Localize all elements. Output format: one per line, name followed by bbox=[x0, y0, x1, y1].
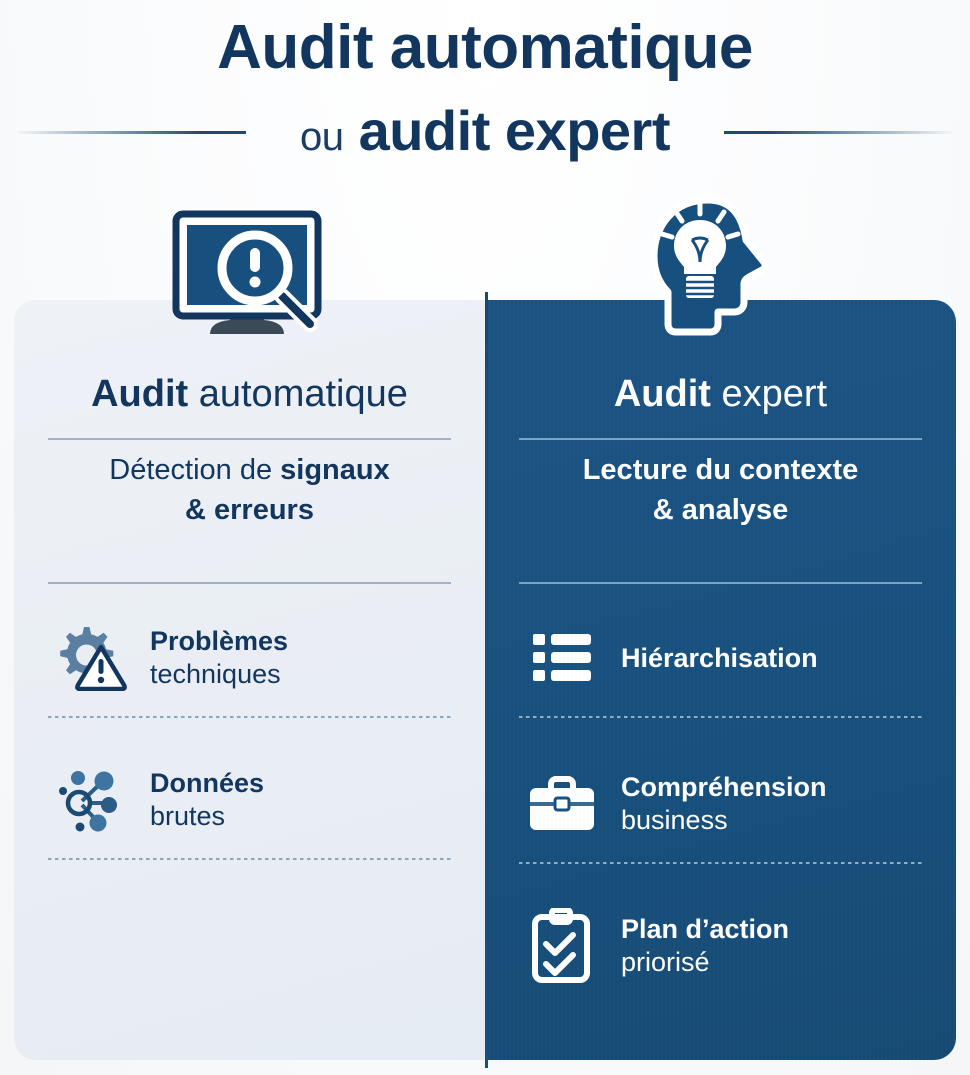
list-item: Hiérarchisation bbox=[485, 600, 956, 718]
list-item-label-strong: Données bbox=[150, 768, 265, 798]
panel-right-header-strong: Audit bbox=[613, 373, 711, 415]
page-title-line-2: ou audit expert bbox=[0, 98, 970, 170]
title-word-automatique: automatique bbox=[389, 13, 754, 82]
panel-right-separator-bottom bbox=[519, 582, 922, 584]
panel-left-header-strong: Audit bbox=[91, 373, 189, 415]
panel-left-separator-bottom bbox=[48, 582, 451, 584]
panel-left-separator-top bbox=[48, 438, 451, 440]
briefcase-icon bbox=[525, 767, 599, 841]
panel-audit-expert: Audit expert Lecture du contexte & analy… bbox=[485, 300, 956, 1060]
list-item: Plan d’action priorisé bbox=[485, 888, 956, 1004]
clipboard-checks-icon bbox=[525, 908, 599, 983]
panel-left-feature-list: Problèmes techniques bbox=[14, 600, 485, 860]
list-divider bbox=[519, 862, 922, 864]
panel-right-subtitle: Lecture du contexte & analyse bbox=[485, 450, 956, 530]
list-item-label-strong: Problèmes bbox=[150, 626, 289, 656]
panel-right-header-light: expert bbox=[721, 373, 828, 415]
page-title-line-1: Audit automatique bbox=[0, 12, 970, 84]
title-word-audit-expert: audit expert bbox=[358, 99, 671, 162]
head-lightbulb-icon bbox=[648, 196, 778, 341]
panel-right-separator-top bbox=[519, 438, 922, 440]
list-item-label-strong: Hiérarchisation bbox=[621, 642, 818, 673]
list-divider bbox=[48, 858, 451, 860]
gear-warning-icon bbox=[54, 621, 128, 695]
panel-right-subtitle-line1: Lecture du contexte bbox=[582, 454, 859, 486]
title-word-audit: Audit bbox=[217, 13, 374, 82]
list-item: Données brutes bbox=[14, 742, 485, 860]
panel-right-subtitle-line2: & analyse bbox=[652, 494, 789, 526]
title-rule-left bbox=[18, 131, 246, 134]
list-divider bbox=[519, 716, 922, 718]
panel-left-subtitle: Détection de signaux & erreurs bbox=[14, 450, 485, 530]
panel-left-subtitle-light: Détection de bbox=[109, 454, 281, 486]
title-rule-right bbox=[724, 131, 952, 134]
list-item-label-light: priorisé bbox=[621, 947, 710, 977]
list-item-label-light: business bbox=[621, 805, 728, 835]
list-hierarchy-icon bbox=[525, 621, 599, 695]
list-item: Problèmes techniques bbox=[14, 600, 485, 718]
panel-right-feature-list: Hiérarchisation Compréhensio bbox=[485, 600, 956, 1004]
panel-left-header-light: automatique bbox=[198, 373, 408, 415]
list-item-label-strong: Compréhension bbox=[621, 772, 827, 802]
comparison-panels: Audit automatique Détection de signaux &… bbox=[14, 300, 956, 1060]
monitor-magnifier-alert-icon bbox=[170, 208, 324, 345]
title-block: Audit automatique ou audit expert bbox=[0, 0, 970, 190]
panel-right-header: Audit expert bbox=[485, 300, 956, 438]
panel-left-subtitle-strong: signaux bbox=[280, 454, 390, 486]
list-divider bbox=[48, 716, 451, 718]
list-item: Compréhension business bbox=[485, 746, 956, 864]
list-item-label-light: brutes bbox=[150, 801, 226, 831]
list-item-label-strong: Plan d’action bbox=[621, 914, 790, 944]
panel-left-subtitle-line2: & erreurs bbox=[185, 494, 314, 526]
panel-vertical-divider bbox=[485, 292, 488, 1068]
list-item-label-light: techniques bbox=[150, 659, 281, 689]
title-word-ou: ou bbox=[300, 115, 344, 159]
panel-audit-automatique: Audit automatique Détection de signaux &… bbox=[14, 300, 485, 1060]
data-nodes-icon bbox=[54, 763, 128, 837]
panel-left-header: Audit automatique bbox=[14, 300, 485, 438]
